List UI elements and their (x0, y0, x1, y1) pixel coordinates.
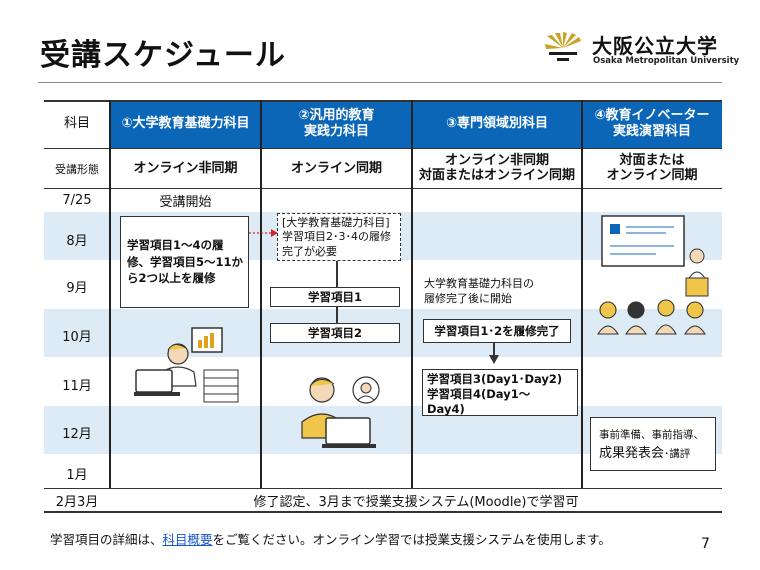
timeline-connector (336, 307, 338, 323)
title-divider (38, 82, 722, 83)
mode-general: オンライン同期 (290, 160, 382, 176)
col-header-basic: ①大学教育基礎力科目 (110, 100, 261, 148)
page-title: 受講スケジュール (40, 38, 286, 73)
footer-note: 学習項目の詳細は、科目概要をご覧ください。オンライン学習では授業支援システムを使… (50, 529, 611, 548)
logo-text-en: Osaka Metropolitan University (593, 56, 740, 66)
rule (44, 488, 722, 489)
column-divider (581, 100, 583, 488)
activities-review-text: ･講評 (664, 447, 691, 460)
column-divider (260, 100, 262, 488)
rule-bottom (44, 511, 722, 513)
lecture-illustration (597, 215, 709, 335)
col-header-specialized: ③専門領域別科目 (412, 100, 582, 148)
learning-item-2: 学習項目2 (270, 323, 400, 343)
month-label: 1月 (66, 468, 88, 483)
completion-row: 修了認定、3月まで授業支援システム(Moodle)で学習可 (253, 494, 579, 510)
month-label: 2月3月 (55, 495, 99, 510)
month-label: 8月 (66, 234, 88, 249)
month-label: 10月 (62, 330, 92, 345)
activities-prep-text: 事前準備、事前指導、 (599, 429, 704, 441)
university-logo-icon (545, 32, 581, 61)
innovator-activities-box: 事前準備、事前指導、 成果発表会･講評 (590, 417, 716, 471)
rule-top (44, 100, 722, 102)
col-header-subject: 科目 (44, 100, 110, 148)
logo-text-jp: 大阪公立大学 (592, 34, 718, 58)
mode-row-label: 受講形態 (55, 162, 99, 176)
prerequisite-arrow-icon (249, 229, 278, 237)
specialized-items-box: 学習項目3(Day1･Day2) 学習項目4(Day1～ Day4) (422, 369, 578, 416)
timeline-connector (493, 343, 495, 359)
learning-item-1: 学習項目1 (270, 287, 400, 307)
activities-presentation-text: 成果発表会 (599, 445, 665, 461)
month-label: 9月 (66, 281, 88, 296)
footer-note-before: 学習項目の詳細は、 (50, 532, 163, 547)
online-meeting-illustration (301, 376, 380, 448)
prerequisite-box: [大学教育基礎力科目]学習項目2･3･4の履修完了が必要 (277, 213, 401, 261)
specialized-start-note: 大学教育基礎力科目の 履修完了後に開始 (424, 277, 534, 306)
month-label: 11月 (62, 379, 92, 394)
month-label: 7/25 (62, 193, 92, 208)
mode-basic: オンライン非同期 (133, 160, 238, 176)
rule (44, 188, 722, 189)
mode-innovator: 対面または オンライン同期 (606, 152, 698, 183)
specialized-prereq-box: 学習項目1･2を履修完了 (423, 319, 571, 343)
mode-specialized: オンライン非同期 対面またはオンライン同期 (418, 152, 575, 183)
column-divider (109, 100, 111, 488)
course-overview-link[interactable]: 科目概要 (162, 532, 213, 547)
rule (44, 148, 722, 149)
arrow-down-icon (489, 355, 499, 364)
month-label: 12月 (62, 427, 92, 442)
page-number: 7 (701, 536, 710, 552)
basic-course-box: 学習項目1～4の履修、学習項目5～11から2つ以上を履修 (120, 216, 249, 308)
timeline-connector (336, 261, 338, 287)
col-header-innovator: ④教育イノベーター 実践演習科目 (582, 100, 722, 148)
column-divider (411, 100, 413, 488)
student-laptop-illustration (134, 327, 239, 403)
col-header-general: ②汎用的教育 実践力科目 (261, 100, 412, 148)
footer-note-after: をご覧ください。オンライン学習では授業支援システムを使用します。 (212, 532, 611, 547)
schedule-table: 科目 ①大学教育基礎力科目 ②汎用的教育 実践力科目 ③専門領域別科目 ④教育イ… (44, 100, 722, 513)
start-label: 受講開始 (159, 194, 212, 210)
